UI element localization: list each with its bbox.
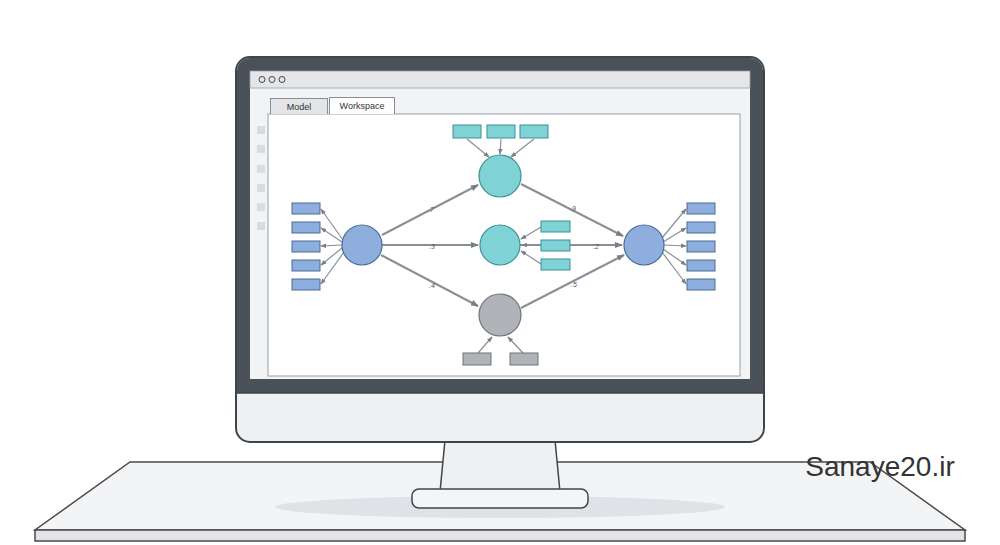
window-button <box>269 77 275 83</box>
monitor-neck <box>440 440 560 492</box>
path-arrows <box>381 184 624 308</box>
indicator-arrow <box>508 337 523 353</box>
path-arrow <box>381 255 478 306</box>
indicator-arrow <box>321 228 342 242</box>
latent-circle <box>480 225 520 265</box>
indicator-box <box>292 222 320 233</box>
indicator-arrows <box>321 139 686 353</box>
indicator-arrow <box>321 245 342 246</box>
indicator-arrow <box>521 251 541 264</box>
chin-line <box>237 392 763 394</box>
latent-circle <box>479 294 521 336</box>
indicator-box <box>487 125 515 138</box>
indicator-box <box>292 260 320 271</box>
desk-edge <box>35 530 965 541</box>
indicator-box <box>687 279 715 290</box>
monitor-base <box>412 489 588 508</box>
indicator-boxes <box>292 203 715 290</box>
indicator-box <box>687 203 715 214</box>
indicator-arrow <box>662 209 686 238</box>
path-arrow <box>382 185 478 235</box>
path-coefficient: .5 <box>571 281 577 288</box>
indicator-arrow <box>663 228 686 242</box>
path-coefficient: .4 <box>429 282 435 289</box>
sidebar-icon <box>257 222 265 230</box>
tab: Model <box>270 98 328 114</box>
monitor-bezel <box>237 380 763 393</box>
tab-label: Workspace <box>340 101 385 111</box>
window-button <box>259 77 265 83</box>
sidebar-icon <box>257 184 265 192</box>
indicator-arrow <box>321 248 342 265</box>
indicator-box <box>520 125 548 138</box>
window-bar <box>250 71 750 88</box>
indicator-arrow <box>521 227 541 239</box>
watermark: Sanaye20.ir <box>805 451 954 483</box>
path-arrow <box>521 255 624 308</box>
indicator-box <box>541 221 570 232</box>
sidebar-icon <box>257 145 265 153</box>
indicator-box <box>687 222 715 233</box>
indicator-arrow <box>500 139 501 154</box>
sidebar-icon <box>257 203 265 211</box>
sidebar-icons <box>257 126 265 230</box>
indicator-box <box>687 241 715 252</box>
path-arrow <box>520 244 622 246</box>
indicator-box <box>292 203 320 214</box>
indicator-arrow <box>511 139 534 157</box>
sidebar-icon <box>257 165 265 173</box>
indicator-box <box>453 125 481 138</box>
indicator-arrow <box>664 245 686 246</box>
indicator-arrow <box>662 252 686 284</box>
tab-label: Model <box>287 102 312 112</box>
indicator-box <box>292 279 320 290</box>
window-button <box>279 77 285 83</box>
path-arrow <box>521 184 623 236</box>
indicator-box <box>687 260 715 271</box>
path-coefficient: .2 <box>593 243 599 250</box>
indicator-arrow <box>321 252 344 284</box>
indicator-box <box>292 241 320 252</box>
monitor-bezel <box>237 58 763 392</box>
indicator-arrow <box>522 244 541 245</box>
screen <box>250 71 750 379</box>
sidebar-icon <box>257 126 265 134</box>
indicator-box <box>510 353 538 365</box>
indicator-boxes <box>453 125 570 270</box>
indicator-boxes <box>463 353 538 365</box>
indicator-box <box>541 240 570 251</box>
indicator-box <box>463 353 491 365</box>
path-coefficient: .3 <box>429 243 435 250</box>
tab: Workspace <box>329 97 395 114</box>
latent-circle <box>479 155 521 197</box>
latent-circle <box>342 225 382 265</box>
latent-circle <box>624 225 664 265</box>
path-coefficient: .9 <box>570 205 576 212</box>
indicator-box <box>541 259 570 270</box>
monitor-body <box>236 57 764 442</box>
canvas <box>268 114 740 376</box>
path-coefficient: .7 <box>428 206 434 213</box>
indicator-arrow <box>467 139 489 157</box>
indicator-arrow <box>478 337 492 353</box>
